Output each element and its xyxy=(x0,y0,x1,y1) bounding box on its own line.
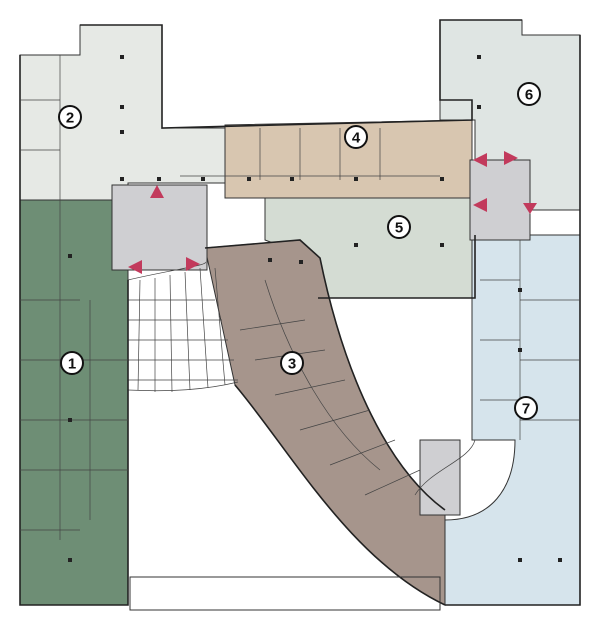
zone-number: 5 xyxy=(395,220,403,237)
columns xyxy=(68,55,562,562)
zone-number: 2 xyxy=(66,110,74,127)
zone-label-6: 6 xyxy=(517,82,541,106)
core-areas xyxy=(111,159,531,516)
column-marker xyxy=(68,254,72,258)
zone-number: 1 xyxy=(68,356,76,373)
atrium-grid xyxy=(127,261,239,393)
column-marker xyxy=(247,177,251,181)
column-marker xyxy=(120,177,124,181)
zone-number: 7 xyxy=(522,401,530,418)
column-marker xyxy=(120,55,124,59)
column-marker xyxy=(477,105,481,109)
column-marker xyxy=(518,558,522,562)
zone-number: 3 xyxy=(288,356,296,373)
column-marker xyxy=(157,177,161,181)
column-marker xyxy=(354,243,358,247)
column-marker xyxy=(299,260,303,264)
zone-label-2: 2 xyxy=(58,105,82,129)
column-marker xyxy=(558,558,562,562)
arrow-icon xyxy=(128,260,142,274)
column-marker xyxy=(120,105,124,109)
arrow-icon xyxy=(150,185,164,198)
column-marker xyxy=(290,177,294,181)
column-marker xyxy=(440,243,444,247)
column-marker xyxy=(354,177,358,181)
zone-label-5: 5 xyxy=(387,215,411,239)
zone-2 xyxy=(19,24,226,201)
zone-label-1: 1 xyxy=(60,351,84,375)
column-marker xyxy=(68,418,72,422)
zone-label-7: 7 xyxy=(514,396,538,420)
column-marker xyxy=(440,177,444,181)
zone-label-4: 4 xyxy=(344,125,368,149)
column-marker xyxy=(518,348,522,352)
column-marker xyxy=(201,177,205,181)
column-marker xyxy=(518,288,522,292)
zone-label-3: 3 xyxy=(280,351,304,375)
column-marker xyxy=(268,258,272,262)
column-marker xyxy=(120,130,124,134)
column-marker xyxy=(68,558,72,562)
bottom-terrace xyxy=(129,576,441,611)
arrow-icon xyxy=(504,151,518,165)
zone-number: 6 xyxy=(525,87,533,104)
arrow-icon xyxy=(523,203,537,214)
arrow-icon xyxy=(186,257,200,271)
column-marker xyxy=(477,55,481,59)
arrow-icon xyxy=(473,198,487,212)
zone-number: 4 xyxy=(352,130,361,147)
circulation-arrows xyxy=(128,151,537,274)
walls xyxy=(19,19,581,606)
arrow-icon xyxy=(473,153,487,167)
